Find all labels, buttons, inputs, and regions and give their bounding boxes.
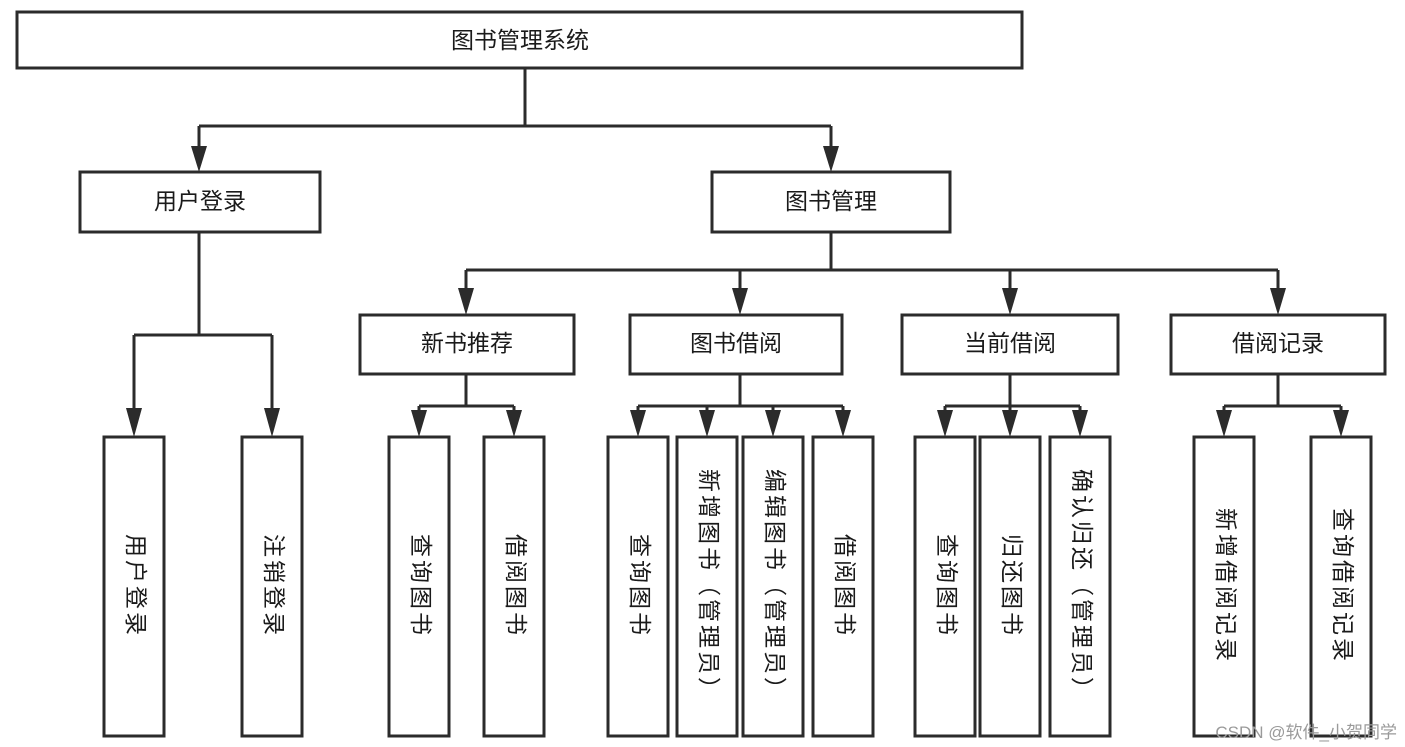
node-leaf-user-logout[interactable]: 注销登录	[240, 435, 304, 738]
node-book-borrow[interactable]: 图书借阅	[628, 313, 844, 376]
node-borrow-record-label: 借阅记录	[1232, 330, 1324, 356]
node-leaf-user-login-box[interactable]	[102, 435, 166, 738]
node-leaf-user-logout-box[interactable]	[240, 435, 304, 738]
arrow-head-leaf-edit-book	[765, 410, 781, 437]
node-root-box[interactable]	[15, 10, 1024, 70]
node-leaf-confirm-return-box[interactable]	[1048, 435, 1112, 738]
node-leaf-query-book-2-box[interactable]	[606, 435, 670, 738]
arrow-head-leaf-borrow-book-2	[835, 410, 851, 437]
node-leaf-return-book[interactable]: 归还图书	[978, 435, 1042, 738]
node-book-manage[interactable]: 图书管理	[710, 170, 952, 234]
connector-group-current-borrow	[937, 374, 1088, 437]
node-leaf-borrow-book-2[interactable]: 借阅图书	[811, 435, 875, 738]
node-leaf-query-book-3[interactable]: 查询图书	[913, 435, 977, 738]
node-leaf-user-logout-label: 注销登录	[261, 534, 287, 638]
arrow-head-leaf-return-book	[1002, 410, 1018, 437]
connector-group-borrow-record	[1216, 374, 1349, 437]
node-user-login[interactable]: 用户登录	[78, 170, 322, 234]
node-current-borrow-label: 当前借阅	[964, 330, 1056, 356]
node-leaf-query-record-label: 查询借阅记录	[1330, 508, 1356, 664]
node-leaf-query-book-2-label: 查询图书	[627, 534, 653, 638]
node-new-book-recommend[interactable]: 新书推荐	[358, 313, 576, 376]
node-leaf-add-book-box[interactable]	[675, 435, 739, 738]
node-book-borrow-label: 图书借阅	[690, 330, 782, 356]
node-leaf-query-book-3-box[interactable]	[913, 435, 977, 738]
arrow-head-current-borrow	[1002, 288, 1018, 315]
node-borrow-record-box[interactable]	[1169, 313, 1387, 376]
node-leaf-query-book-1-box[interactable]	[387, 435, 451, 738]
node-leaf-edit-book-label: 编辑图书（管理员）	[762, 469, 788, 703]
node-leaf-user-login[interactable]: 用户登录	[102, 435, 166, 738]
node-current-borrow[interactable]: 当前借阅	[900, 313, 1120, 376]
arrow-head-leaf-add-record	[1216, 410, 1232, 437]
node-leaf-query-book-3-label: 查询图书	[934, 534, 960, 638]
node-user-login-label: 用户登录	[154, 188, 246, 214]
arrow-head-leaf-query-book-1	[411, 410, 427, 437]
node-leaf-confirm-return-label: 确认归还（管理员）	[1069, 469, 1095, 703]
arrow-head-leaf-query-record	[1333, 410, 1349, 437]
connector-group-new-book-recommend	[411, 374, 522, 437]
node-leaf-add-book[interactable]: 新增图书（管理员）	[675, 435, 739, 738]
node-leaf-add-record-box[interactable]	[1192, 435, 1256, 738]
node-leaf-return-book-label: 归还图书	[999, 534, 1025, 638]
node-current-borrow-box[interactable]	[900, 313, 1120, 376]
node-book-borrow-box[interactable]	[628, 313, 844, 376]
node-leaf-borrow-book-2-label: 借阅图书	[832, 534, 858, 638]
arrow-head-user-login	[191, 146, 207, 172]
node-leaf-add-book-label: 新增图书（管理员）	[696, 469, 722, 703]
arrow-head-new-book-recommend	[458, 288, 474, 315]
connector-group-user-login	[126, 232, 280, 437]
arrow-head-book-borrow	[732, 288, 748, 315]
node-book-manage-label: 图书管理	[785, 188, 877, 214]
arrow-head-leaf-user-logout	[264, 408, 280, 437]
node-leaf-query-book-1-label: 查询图书	[408, 534, 434, 638]
arrow-head-leaf-confirm-return	[1072, 410, 1088, 437]
node-root[interactable]: 图书管理系统	[15, 10, 1024, 70]
node-leaf-borrow-book-1-label: 借阅图书	[503, 534, 529, 638]
node-leaf-return-book-box[interactable]	[978, 435, 1042, 738]
node-leaf-add-record-label: 新增借阅记录	[1213, 508, 1239, 664]
node-new-book-recommend-box[interactable]	[358, 313, 576, 376]
node-leaf-borrow-book-2-box[interactable]	[811, 435, 875, 738]
node-leaf-query-record[interactable]: 查询借阅记录	[1309, 435, 1373, 738]
arrow-head-leaf-user-login	[126, 408, 142, 437]
arrow-head-leaf-query-book-2	[630, 410, 646, 437]
node-borrow-record[interactable]: 借阅记录	[1169, 313, 1387, 376]
arrow-head-leaf-add-book	[699, 410, 715, 437]
node-leaf-borrow-book-1[interactable]: 借阅图书	[482, 435, 546, 738]
node-leaf-confirm-return[interactable]: 确认归还（管理员）	[1048, 435, 1112, 738]
node-leaf-query-record-box[interactable]	[1309, 435, 1373, 738]
arrow-head-book-manage	[823, 146, 839, 172]
connector-group-book-manage	[458, 232, 1286, 315]
node-leaf-query-book-2[interactable]: 查询图书	[606, 435, 670, 738]
arrow-head-borrow-record	[1270, 288, 1286, 315]
node-book-manage-box[interactable]	[710, 170, 952, 234]
arrow-head-leaf-borrow-book-1	[506, 410, 522, 437]
node-leaf-edit-book[interactable]: 编辑图书（管理员）	[741, 435, 805, 738]
node-user-login-box[interactable]	[78, 170, 322, 234]
node-new-book-recommend-label: 新书推荐	[421, 330, 513, 356]
connector-group-book-borrow	[630, 374, 851, 437]
node-leaf-borrow-book-1-box[interactable]	[482, 435, 546, 738]
arrow-head-leaf-query-book-3	[937, 410, 953, 437]
node-root-label: 图书管理系统	[451, 27, 589, 53]
node-leaf-edit-book-box[interactable]	[741, 435, 805, 738]
node-leaf-query-book-1[interactable]: 查询图书	[387, 435, 451, 738]
node-leaf-user-login-label: 用户登录	[123, 534, 149, 638]
node-leaf-add-record[interactable]: 新增借阅记录	[1192, 435, 1256, 738]
connector-group-root	[191, 68, 839, 172]
